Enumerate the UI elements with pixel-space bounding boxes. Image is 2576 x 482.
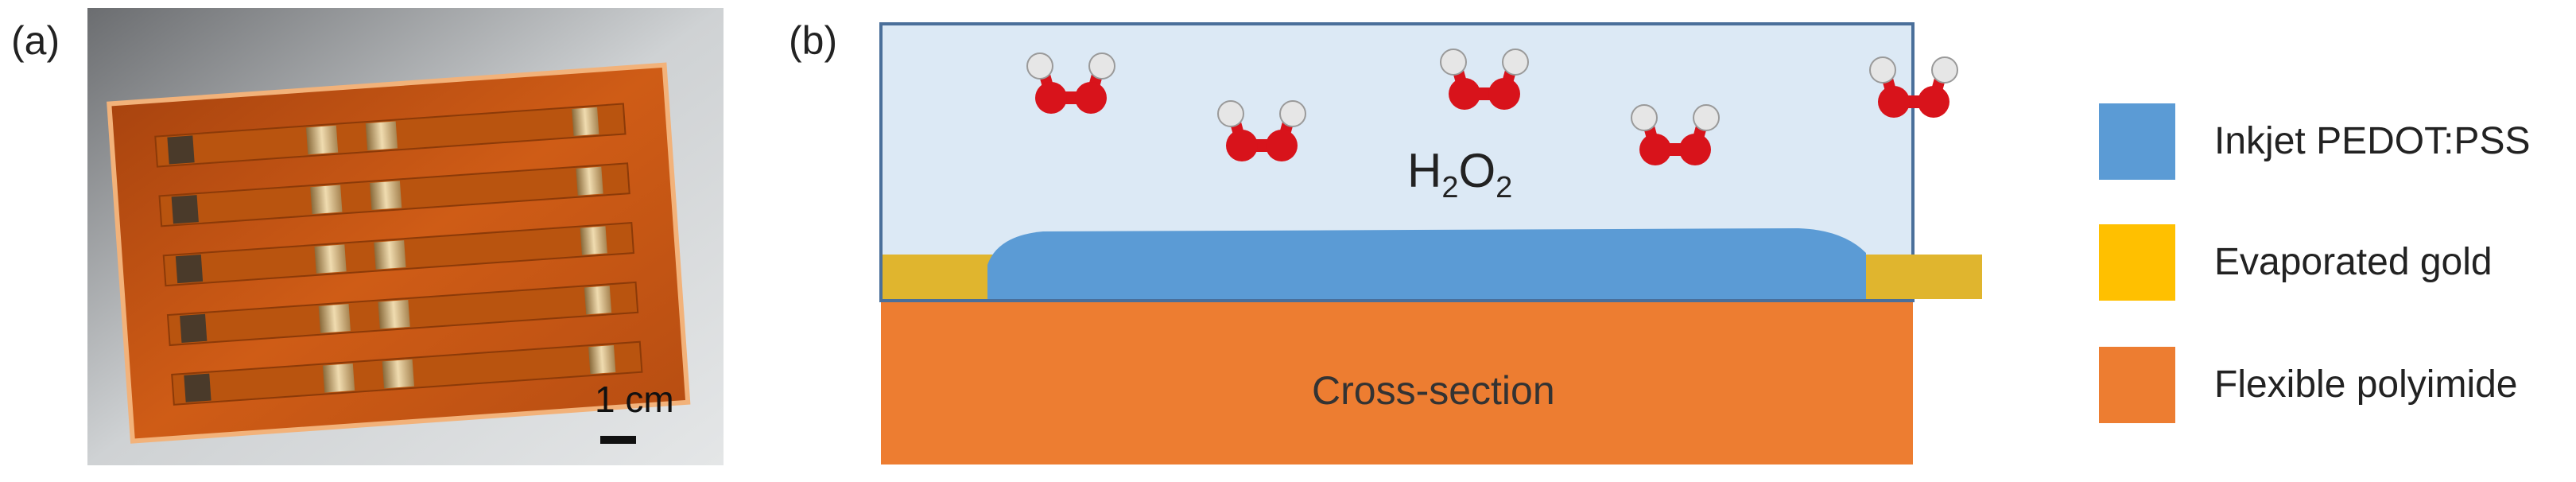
oxygen-atom [1878,86,1910,118]
sensor-photo [87,8,724,465]
oxygen-atom [1639,134,1671,165]
h2o2-molecule [1217,100,1306,161]
legend-swatch-pedot [2099,103,2175,180]
h2o2-molecules [1026,49,1958,165]
gold-pad [322,363,355,393]
hydrogen-atom [1931,56,1958,84]
oxygen-atom [1449,78,1480,110]
hydrogen-atom [1279,100,1306,127]
gold-pad [167,135,195,165]
polyimide-substrate [881,301,1913,465]
legend-swatch-gold [2099,224,2175,301]
legend-label-pedot: Inkjet PEDOT:PSS [2214,120,2531,162]
gold-pad [584,286,612,315]
gold-pad [184,373,211,402]
gold-pad [305,125,339,155]
hydrogen-atom [1631,104,1658,131]
gold-pad [318,304,351,333]
legend-item-gold: Evaporated gold [2099,224,2544,304]
oxygen-atom [1035,82,1067,114]
oxygen-atom [1679,134,1711,165]
gold-pad [180,313,208,343]
gold-pad [370,181,402,210]
oxygen-atom [1226,130,1258,161]
gold-traces [154,103,643,406]
gold-pad [580,226,607,255]
gold-pad [314,244,347,274]
gold-pad [374,240,406,270]
scale-bar [600,436,636,444]
gold-pad [576,166,603,196]
gold-pad [365,121,398,151]
gold-pad [588,345,616,375]
scale-bar-label: 1 cm [595,379,674,420]
gold-pad [572,107,599,136]
oxygen-atom [1488,78,1520,110]
hydrogen-atom [1693,104,1720,131]
hydrogen-atom [1088,52,1115,80]
legend-label-polyimide: Flexible polyimide [2214,363,2518,406]
hydrogen-atom [1440,49,1467,76]
hydrogen-atom [1026,52,1053,80]
oxygen-atom [1075,82,1107,114]
legend-item-pedot: Inkjet PEDOT:PSS [2099,103,2544,183]
hydrogen-atom [1502,49,1529,76]
h2o2-molecule [1631,104,1720,165]
gold-pad [171,195,199,224]
gold-pad [382,359,414,389]
legend-item-polyimide: Flexible polyimide [2099,347,2544,426]
gold-pad [175,254,204,284]
oxygen-atom [1918,86,1949,118]
h2o2-molecule [1869,56,1958,118]
gold-pad [310,185,343,215]
h2o2-molecule [1026,52,1115,114]
pedot-pss-film [987,228,1866,299]
gold-pad [378,299,410,329]
h2o2-molecule [1440,49,1529,110]
panel-label-b: (b) [789,18,838,63]
oxygen-atom [1266,130,1298,161]
cross-section-label: Cross-section [1312,368,1555,413]
hydrogen-atom [1217,100,1244,127]
legend-label-gold: Evaporated gold [2214,241,2493,283]
panel-label-a: (a) [11,18,60,63]
legend-swatch-polyimide [2099,347,2175,423]
h2o2-label: H2O2 [1407,144,1513,204]
hydrogen-atom [1869,56,1896,84]
